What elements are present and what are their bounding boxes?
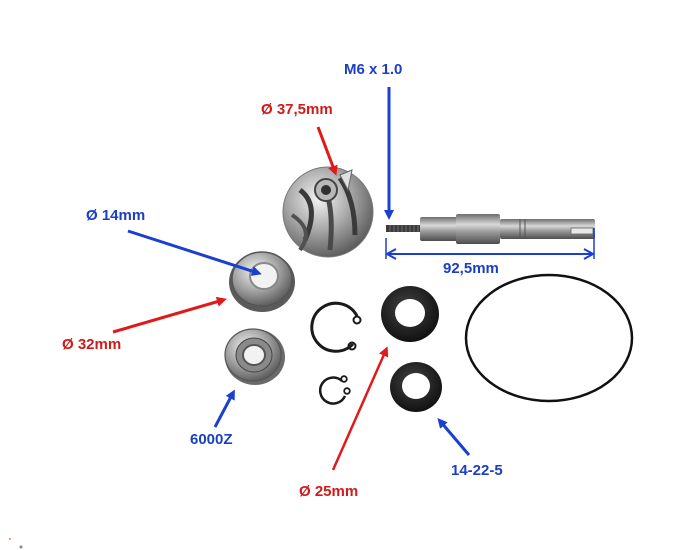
oil-seal-small-part [390, 362, 442, 412]
o-ring-part [464, 273, 634, 403]
circlip-small-part [318, 375, 351, 405]
bearing-label: 6000Z [190, 431, 233, 448]
bearing-part [224, 328, 285, 385]
oil-seal-diameter-label: Ø 25mm [299, 483, 359, 500]
oil-seal-large-part [381, 286, 439, 342]
impeller-part [282, 166, 374, 258]
annotation-arrows [112, 87, 595, 471]
seal-inner-diameter-label: Ø 14mm [86, 207, 146, 224]
mechanical-seal-part [229, 251, 295, 312]
circlip-large-part [310, 301, 362, 353]
impeller-diameter-label: Ø 37,5mm [261, 101, 333, 118]
seal-outer-diameter-label: Ø 32mm [62, 336, 122, 353]
shaft-part [386, 214, 595, 244]
oil-seal-size-label: 14-22-5 [451, 462, 503, 479]
shaft-length-label: 92,5mm [443, 260, 499, 277]
thread-label: M6 x 1.0 [344, 61, 403, 78]
